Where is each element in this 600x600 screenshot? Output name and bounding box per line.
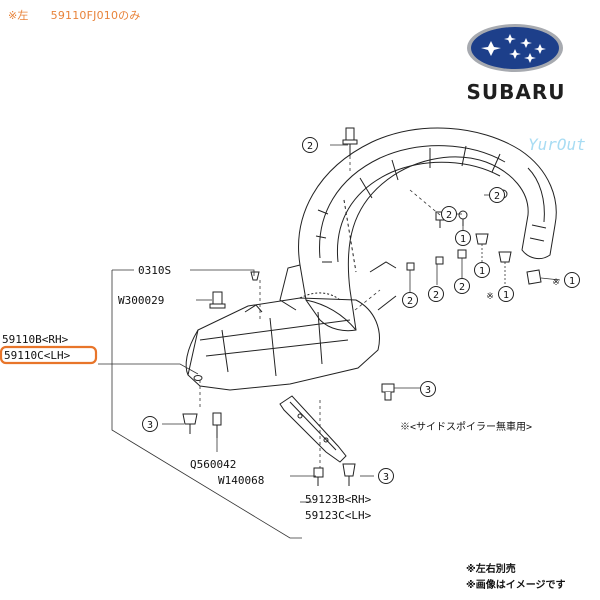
callout-star: ※ <box>552 278 560 288</box>
brand-name: SUBARU <box>466 80 566 104</box>
callout-number: 1 <box>460 234 466 245</box>
callout-circles <box>142 137 580 484</box>
header-side-prefix: ※左 <box>8 9 29 22</box>
callout-number: 1 <box>503 290 509 301</box>
clip-icon <box>498 251 512 263</box>
callout-numbers: 2 2 2 1 1 2 2 2 1 1 3 3 3 ※ ※ <box>147 141 575 483</box>
label-q560042: Q560042 <box>190 458 236 471</box>
screw-icon <box>457 249 467 259</box>
subaru-logo-icon <box>467 24 563 72</box>
label-59110c-lh: 59110C<LH> <box>4 349 71 362</box>
footer-note-separate: ※左右別売 <box>466 564 516 575</box>
callout-2-icon <box>428 286 444 302</box>
label-w300029: W300029 <box>118 294 164 307</box>
callout-number: 2 <box>446 210 452 221</box>
label-59110b-rh: 59110B<RH> <box>2 333 69 346</box>
label-w140068: W140068 <box>218 474 264 487</box>
callout-number: 3 <box>383 472 389 483</box>
callout-3-icon <box>142 416 158 432</box>
leader-lines <box>98 144 561 539</box>
header-note: ※左 59110FJ010のみ <box>8 7 141 23</box>
callout-number: 2 <box>433 290 439 301</box>
callout-number: 2 <box>407 296 413 307</box>
footer-note-image: ※画像はイメージです <box>466 580 566 591</box>
clip-icon <box>526 269 542 285</box>
callout-1-icon <box>564 272 580 288</box>
callout-number: 1 <box>479 266 485 277</box>
clip-icon <box>342 463 356 486</box>
screw-icon <box>406 262 415 271</box>
callout-2-icon <box>402 292 418 308</box>
screw-icon <box>435 256 444 265</box>
screw-icon <box>313 467 324 486</box>
callout-1-icon <box>455 230 471 246</box>
screw-icon <box>458 210 468 226</box>
part-labels: 0310S W300029 59110B<RH> 59110C<LH> Q560… <box>2 264 532 522</box>
fender-liner-drawing <box>279 127 557 332</box>
clip-icon <box>250 271 260 281</box>
header-part-note: 59110FJ010のみ <box>50 9 141 22</box>
callout-number: 2 <box>459 282 465 293</box>
clip-icon <box>209 291 226 309</box>
clip-icon <box>475 233 489 245</box>
label-spoiler-note: ※<サイドスポイラー無車用> <box>400 420 532 433</box>
clip-icon <box>212 412 222 438</box>
label-59123b-rh: 59123B<RH> <box>305 493 372 506</box>
label-59123c-lh: 59123C<LH> <box>305 509 372 522</box>
callout-number: 2 <box>307 141 313 152</box>
callout-1-icon <box>474 262 490 278</box>
callout-number: 1 <box>569 276 575 287</box>
callout-2-icon <box>489 187 505 203</box>
callout-3-icon <box>378 468 394 484</box>
clip-icon <box>182 413 198 434</box>
callout-number: 2 <box>494 191 500 202</box>
label-0310s: 0310S <box>138 264 171 277</box>
bracket-drawing <box>279 395 347 463</box>
callout-3-icon <box>420 381 436 397</box>
callout-number: 3 <box>147 420 153 431</box>
splash-shield-drawing <box>185 292 380 391</box>
callout-2-icon <box>454 278 470 294</box>
callout-star: ※ <box>486 292 494 302</box>
callout-1-icon <box>498 286 514 302</box>
bolt-icon <box>381 383 395 401</box>
callout-2-icon <box>441 206 457 222</box>
lh-part-highlight <box>0 345 98 365</box>
callout-number: 3 <box>425 385 431 396</box>
clip-icon <box>342 127 358 156</box>
callout-2-icon <box>302 137 318 153</box>
watermark-text: YurOut <box>528 135 586 154</box>
